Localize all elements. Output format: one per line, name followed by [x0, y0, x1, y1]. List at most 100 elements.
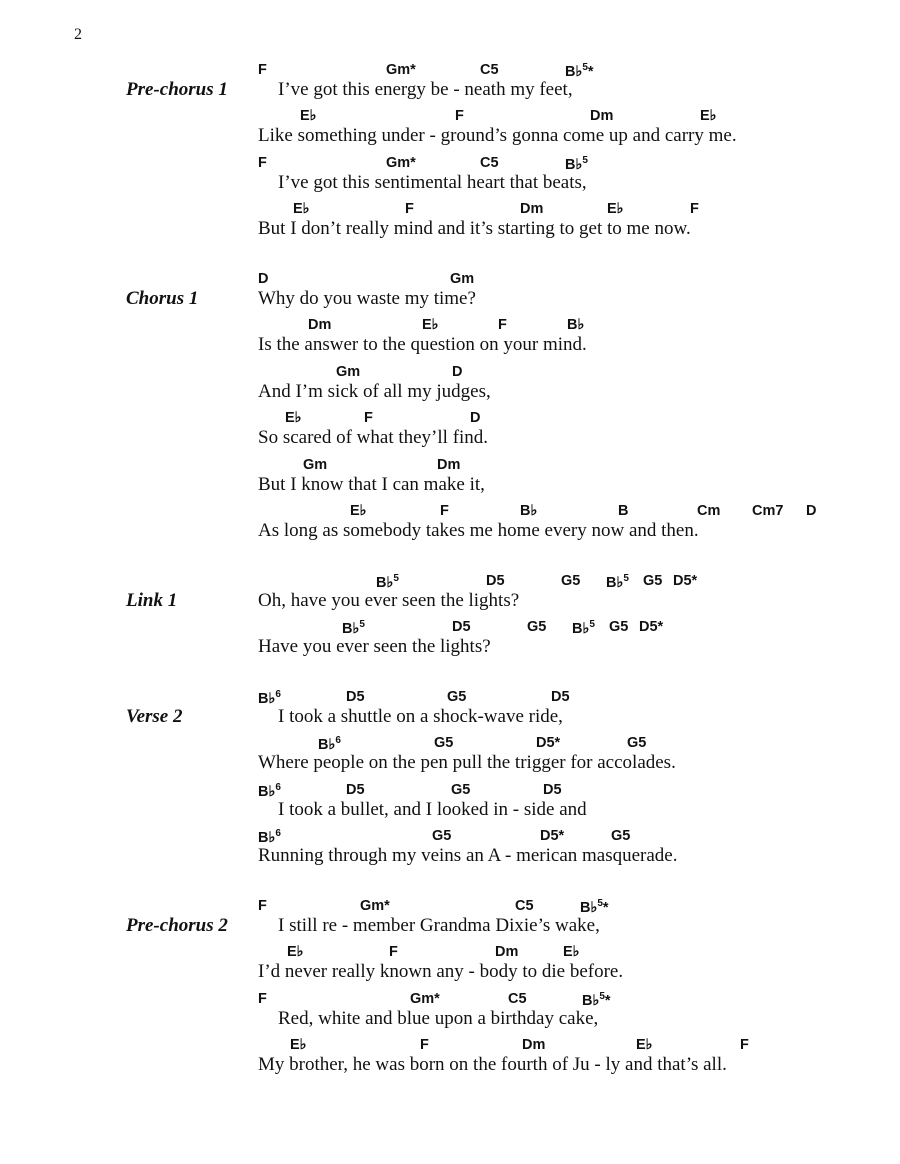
chord: B♭6	[318, 735, 341, 754]
lyric-text: Oh, have you ever seen the lights?	[258, 590, 520, 611]
chord: F	[690, 201, 699, 218]
chord: B♭	[520, 503, 538, 519]
chord: D5*	[540, 828, 565, 845]
chord: Dm	[520, 201, 544, 218]
chord: B♭5*	[580, 898, 609, 916]
chord: G5	[627, 735, 647, 752]
lyric-line: E♭ F Dm E♭Like something under - ground’s g…	[0, 108, 900, 154]
lyric-text: But I don’t really mind and it’s startin…	[258, 218, 691, 240]
chord: D5	[551, 689, 570, 705]
chord: B♭5	[606, 573, 629, 591]
chord: B♭	[567, 317, 585, 334]
chord: E♭	[700, 108, 717, 125]
chord: Dm	[590, 108, 614, 125]
chord: C5	[480, 62, 499, 78]
chord: D5	[486, 573, 505, 589]
chord: F	[258, 154, 267, 171]
chord-row: E♭ F Dm E♭ F	[0, 201, 900, 219]
chord: E♭	[287, 944, 304, 961]
chord: E♭	[293, 201, 310, 218]
chord: F	[440, 503, 449, 519]
chord: D	[452, 363, 463, 380]
lyric-text: I’ve got this energy be - neath my feet,	[278, 79, 573, 100]
chord: G5	[527, 619, 547, 636]
chord: G5	[561, 573, 581, 589]
chord: G5	[643, 573, 663, 589]
section-label: Pre-chorus 2	[126, 915, 228, 936]
page-number: 2	[74, 26, 82, 43]
chord: B♭5	[376, 573, 399, 591]
chord: E♭	[285, 410, 302, 427]
chord: B♭5*	[582, 990, 611, 1009]
lyric-text: So scared of what they’ll find.	[258, 427, 489, 449]
chord: C5	[480, 154, 499, 171]
lyric-text: I took a bullet, and I looked in - side …	[278, 798, 587, 820]
chord: D	[806, 503, 817, 519]
lyric-text: I still re - member Grandma Dixie’s wake…	[278, 915, 600, 936]
lyric-text: Why do you waste my time?	[258, 288, 476, 309]
chord-row: Gm D	[0, 364, 900, 382]
chord: Gm*	[386, 154, 416, 171]
chord: G5	[609, 619, 629, 636]
chord: C5	[515, 898, 534, 914]
chord: G5	[451, 781, 471, 798]
chord: F	[258, 62, 267, 78]
chord-row: F Gm* C5 B♭5*	[0, 62, 900, 80]
lyric-text: My brother, he was born on the fourth of…	[258, 1054, 727, 1076]
chord: B♭6	[258, 781, 281, 800]
chord: B♭5	[572, 619, 595, 638]
section-label: Pre-chorus 1	[126, 79, 228, 100]
chord: D5	[543, 781, 562, 798]
chord: D5*	[639, 619, 664, 636]
chord: Gm	[303, 456, 328, 473]
chord: F	[364, 410, 373, 427]
chord: B♭5*	[565, 62, 594, 80]
chord: F	[258, 990, 267, 1007]
chord: E♭	[563, 944, 580, 961]
chord: Gm	[336, 363, 361, 380]
section-label: Link 1	[126, 590, 178, 611]
chord: E♭	[300, 108, 317, 125]
lyric-text: Running through my veins an A - merican …	[258, 845, 678, 867]
section-label: Verse 2	[126, 706, 183, 727]
chord: Cm	[697, 503, 721, 519]
chord: Dm	[308, 317, 332, 334]
chord: B♭6	[258, 828, 281, 847]
chord: Cm7	[752, 503, 784, 519]
chord: Gm*	[386, 62, 416, 78]
lyric-text: Like something under - ground’s gonna co…	[258, 125, 737, 147]
chord: G5	[611, 828, 631, 845]
lyric-text: I’d never really known any - body to die…	[258, 961, 624, 983]
lyric-text: And I’m sick of all my judges,	[258, 380, 491, 402]
chord: Dm	[437, 456, 461, 473]
chord: F	[389, 944, 398, 961]
chord: F	[420, 1037, 429, 1054]
chord: E♭	[607, 201, 624, 218]
chord: F	[455, 108, 464, 125]
chord: B♭6	[258, 689, 281, 707]
lyric-text: I’ve got this sentimental heart that bea…	[278, 171, 587, 193]
chord: D5	[346, 689, 365, 705]
chord: B♭5	[342, 619, 365, 638]
chord: G5	[447, 689, 467, 705]
lyric-text: As long as somebody takes me home every …	[258, 520, 699, 541]
chord: F	[405, 201, 414, 218]
